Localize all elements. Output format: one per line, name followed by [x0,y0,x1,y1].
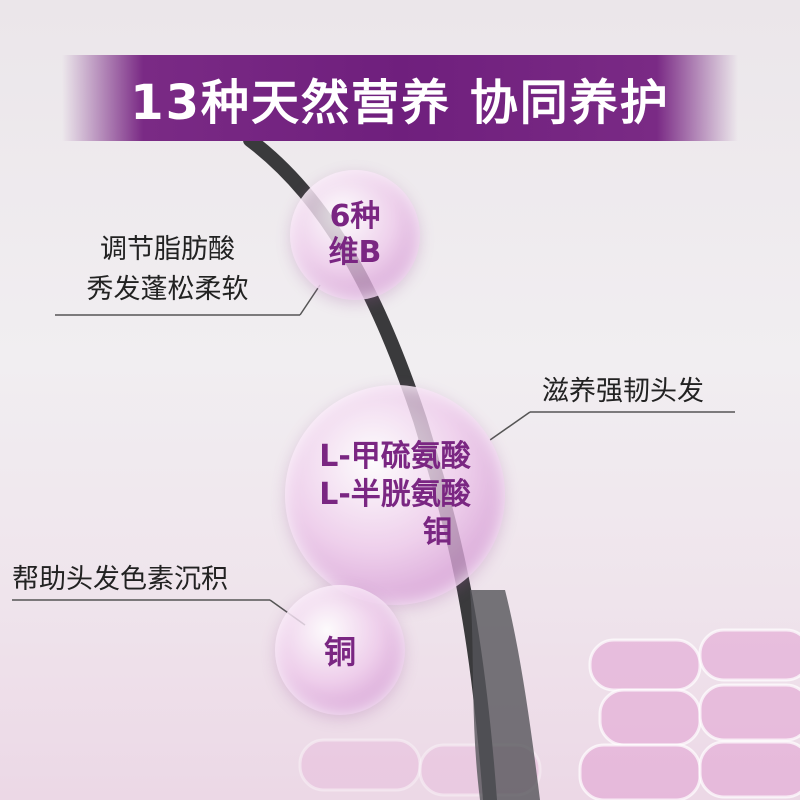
callout-strengthen: 滋养强韧头发 [542,376,704,407]
banner-title: 13种天然营养 协同养护 [130,75,670,131]
callout-fatty-acid: 调节脂肪酸 秀发蓬松柔软 [86,234,249,305]
skin-cells [298,628,800,800]
hair-follicle [470,590,540,800]
bubble-vitamin-b: 6种维B [290,170,420,300]
callout-pigment: 帮助头发色素沉积 [12,564,228,595]
bubble-copper: 铜 [275,585,405,715]
title-banner: 13种天然营养 协同养护 [62,55,738,141]
